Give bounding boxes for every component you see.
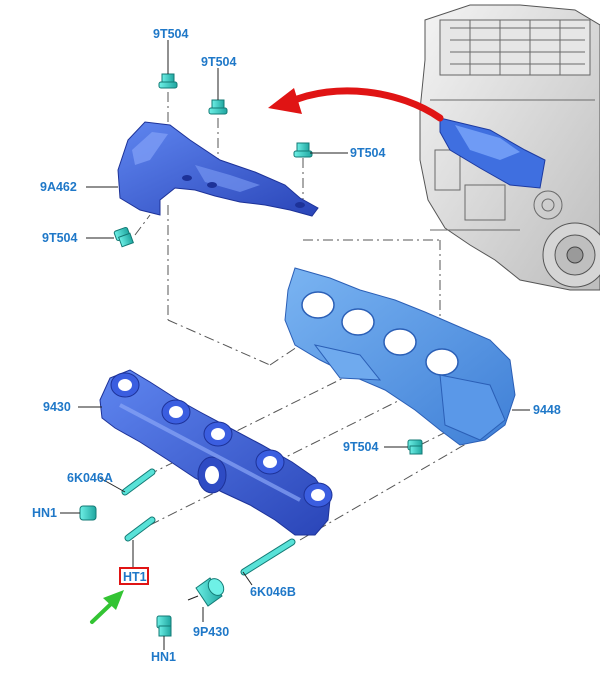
label-ht1: HT1 (123, 570, 147, 584)
label-9p430: 9P430 (193, 625, 229, 639)
nut-9t504-right (293, 142, 313, 158)
spacer-9p430 (195, 577, 225, 607)
label-6k046a: 6K046A (67, 471, 113, 485)
gasket-heat-shield (284, 267, 516, 446)
leader-lines (60, 40, 530, 650)
nut-hn1-lower (156, 615, 172, 637)
red-curved-arrow-icon (268, 87, 444, 122)
label-hn1-lower: HN1 (151, 650, 176, 664)
nut-9t504-top-left (158, 73, 178, 89)
label-9t504-top-mid: 9T504 (201, 55, 236, 69)
exhaust-manifold (99, 369, 333, 536)
nut-hn1-upper (79, 505, 97, 521)
part-labels: 9T504 9T504 9T504 9A462 9T504 9430 9448 … (32, 27, 561, 664)
stud-6k046a (121, 468, 156, 496)
ht1-highlight-box (119, 567, 149, 585)
label-9t504-top-left: 9T504 (153, 27, 188, 41)
nut-9t504-lower-right (407, 439, 423, 455)
label-hn1-upper: HN1 (32, 506, 57, 520)
label-9448: 9448 (533, 403, 561, 417)
stud-ht1 (124, 516, 156, 542)
assembly-guide-lines (134, 92, 491, 541)
upper-heat-shield (117, 121, 319, 217)
label-9430: 9430 (43, 400, 71, 414)
engine-block-icon (419, 4, 600, 291)
nut-9t504-top-mid (208, 99, 228, 115)
label-9t504-lower-right: 9T504 (343, 440, 378, 454)
label-9t504-right: 9T504 (350, 146, 385, 160)
green-pointer-arrow-icon (90, 590, 124, 624)
stud-6k046b (240, 538, 296, 576)
label-6k046b: 6K046B (250, 585, 296, 599)
nut-9t504-left (113, 226, 134, 248)
label-9t504-left: 9T504 (42, 231, 77, 245)
label-9a462: 9A462 (40, 180, 77, 194)
